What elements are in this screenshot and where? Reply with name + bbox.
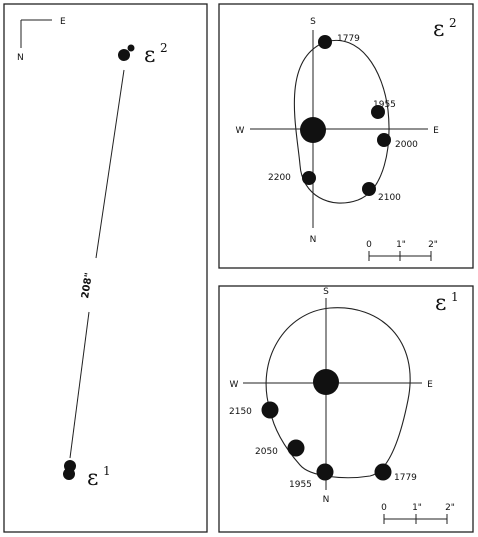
scale-label: 2" <box>428 240 438 250</box>
compass-east-label: E <box>60 17 66 27</box>
scale-label: 2" <box>445 503 455 513</box>
compass-rose: E N <box>17 17 66 63</box>
west-label: W <box>230 380 239 390</box>
star-component <box>118 49 130 61</box>
scale-label: 1" <box>412 503 422 513</box>
compass-north-label: N <box>17 53 24 63</box>
primary-star <box>313 369 339 395</box>
epoch-label: 1779 <box>394 473 417 483</box>
epoch-label: 2200 <box>268 173 291 183</box>
east-label: E <box>427 380 433 390</box>
separation-line-lower <box>69 311 90 459</box>
epoch-label: 2050 <box>255 447 278 457</box>
epoch-label: 1955 <box>373 100 396 110</box>
star-bottom-greek: ε <box>87 466 98 491</box>
epoch-label: 1779 <box>337 34 360 44</box>
east-label: E <box>433 126 439 136</box>
star-top-greek: ε <box>144 43 155 68</box>
panel-frame <box>218 285 474 533</box>
epoch-marker <box>318 35 332 49</box>
panel-title-sup: 1 <box>451 290 459 304</box>
north-label: N <box>310 235 317 245</box>
separation-line-upper <box>95 69 125 259</box>
orbit-panel-epsilon2: ε 2 S N W E 1779 1955 2000 2100 2200 0 1… <box>218 3 474 269</box>
scale-label: 0 <box>366 240 372 250</box>
epoch-label: 2150 <box>229 407 252 417</box>
panel-title-greek: ε <box>433 17 444 42</box>
separation-label: 208" <box>80 272 95 299</box>
epoch-marker <box>302 171 316 185</box>
scale-bar: 0 1" 2" <box>366 240 438 261</box>
scale-bar: 0 1" 2" <box>381 503 455 524</box>
star-companion <box>63 468 75 480</box>
north-label: N <box>323 495 330 505</box>
star-top-sup: 2 <box>160 41 168 55</box>
epoch-marker <box>316 463 334 481</box>
wide-pair-panel: E N 208" ε 2 ε 1 <box>3 3 208 533</box>
orbit-ellipse <box>265 307 411 479</box>
south-label: S <box>323 287 329 297</box>
panel-title-sup: 2 <box>449 16 457 30</box>
epoch-marker <box>377 133 391 147</box>
panel-frame <box>218 3 474 269</box>
scale-label: 0 <box>381 503 387 513</box>
primary-star <box>300 117 326 143</box>
epoch-label: 2000 <box>395 140 418 150</box>
wide-panel-frame <box>3 3 208 533</box>
orbit-ellipse <box>293 39 390 204</box>
epoch-marker <box>362 182 376 196</box>
star-epsilon1-wide: ε 1 <box>63 460 111 491</box>
orbit-panel-epsilon1: ε 1 S N W E 2150 2050 1955 1779 0 1" 2" <box>218 285 474 533</box>
epoch-marker <box>374 463 392 481</box>
star-companion <box>127 44 135 52</box>
epoch-marker <box>261 401 279 419</box>
epoch-label: 1955 <box>289 480 312 490</box>
star-bottom-sup: 1 <box>103 464 111 478</box>
epoch-marker <box>371 105 385 119</box>
epoch-marker <box>287 439 305 457</box>
star-epsilon2-wide: ε 2 <box>118 41 168 68</box>
epoch-label: 2100 <box>378 193 401 203</box>
scale-label: 1" <box>396 240 406 250</box>
west-label: W <box>236 126 245 136</box>
panel-title-greek: ε <box>435 291 446 316</box>
south-label: S <box>310 17 316 27</box>
